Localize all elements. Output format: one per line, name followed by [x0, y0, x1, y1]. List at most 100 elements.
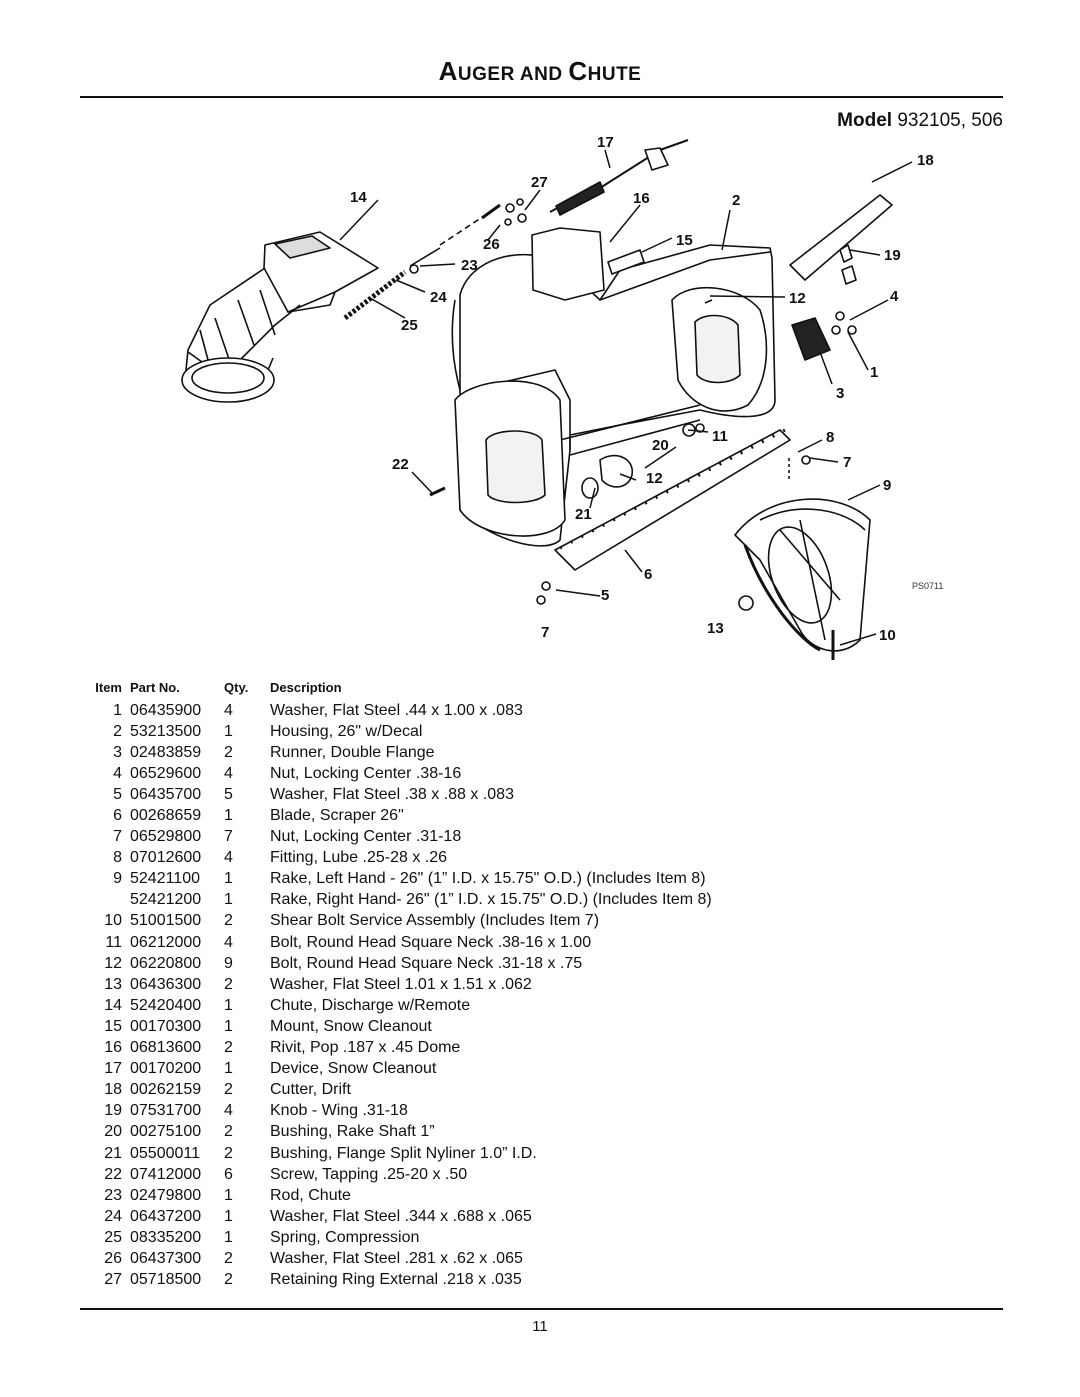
item-cell: 11 [105, 933, 122, 951]
exploded-parts-diagram: 17 18 27 14 16 2 26 15 23 19 24 12 4 25 … [181, 134, 943, 660]
item-cell: 7 [113, 828, 122, 846]
part-number-cell: 06435700 [130, 785, 202, 803]
qty-cell: 2 [224, 1271, 233, 1289]
washer [409, 264, 419, 274]
callout-label: 24 [430, 289, 447, 306]
part-number-cell: 06529800 [130, 828, 202, 846]
snow-cleanout-mount [607, 249, 645, 275]
callout-label: 19 [884, 247, 901, 264]
callout-label: 25 [401, 317, 418, 334]
qty-cell: 4 [224, 1102, 233, 1120]
part-number-cell: 52421200 [130, 891, 202, 909]
item-cell: 24 [104, 1207, 122, 1225]
item-cell: 21 [104, 1144, 122, 1162]
description-cell: Shear Bolt Service Assembly (Includes It… [270, 912, 600, 930]
qty-cell: 4 [224, 933, 233, 951]
title-part: UGER AND [457, 64, 569, 85]
part-number-cell: 02483859 [130, 743, 202, 761]
qty-cell: 4 [224, 849, 233, 867]
description-cell: Knob - Wing .31-18 [270, 1102, 408, 1120]
callout-label: 15 [676, 232, 693, 249]
tapping-screw [429, 486, 446, 497]
item-cell: 12 [104, 954, 122, 972]
description-cell: Spring, Compression [270, 1228, 420, 1246]
item-cell: 17 [104, 1060, 122, 1078]
part-number-cell: 52420400 [130, 996, 202, 1014]
callout-label: 1 [870, 364, 878, 381]
qty-cell: 1 [224, 1186, 233, 1204]
callout-label: 12 [646, 470, 663, 487]
callout-label: 11 [712, 428, 728, 445]
part-number-cell: 02479800 [130, 1186, 202, 1204]
qty-cell: 2 [224, 1123, 233, 1141]
callout-labels: 17 18 27 14 16 2 26 15 23 19 24 12 4 25 … [350, 134, 934, 644]
part-number-cell: 00275100 [130, 1123, 202, 1141]
qty-cell: 9 [224, 954, 233, 972]
qty-cell: 2 [224, 975, 233, 993]
callout-label: 10 [879, 627, 896, 644]
description-cell: Nut, Locking Center .31-18 [270, 828, 462, 846]
qty-cell: 1 [224, 1060, 233, 1078]
item-cell: 22 [104, 1165, 122, 1183]
callout-label: 4 [890, 288, 899, 305]
description-cell: Bushing, Flange Split Nyliner 1.0” I.D. [270, 1144, 537, 1162]
footer-rule [80, 1308, 1003, 1310]
part-number-cell: 52421100 [130, 870, 200, 888]
description-cell: Nut, Locking Center .38-16 [270, 764, 462, 782]
column-header-item: Item [95, 679, 122, 695]
table-row: 19 07531700 4 Knob - Wing .31-18 [84, 1101, 712, 1122]
callout-label: 5 [601, 587, 609, 604]
qty-cell: 4 [224, 764, 233, 782]
callout-label: 17 [597, 134, 614, 151]
description-cell: Bolt, Round Head Square Neck .31-18 x .7… [270, 954, 583, 972]
chute-rod [409, 247, 441, 267]
item-cell: 14 [104, 996, 122, 1014]
callout-label: 27 [531, 174, 548, 191]
part-number-cell: 00262159 [130, 1081, 202, 1099]
item-cell: 19 [104, 1102, 122, 1120]
rake-shaft-bushing [581, 454, 633, 499]
callout-label: 18 [917, 152, 934, 169]
item-cell: 10 [104, 912, 122, 930]
qty-cell: 2 [224, 743, 233, 761]
callout-label: 20 [652, 437, 669, 454]
part-number-cell: 53213500 [130, 722, 202, 740]
title-rule [80, 96, 1003, 98]
description-cell: Mount, Snow Cleanout [270, 1017, 432, 1035]
part-number-cell: 00268659 [130, 807, 202, 825]
description-cell: Blade, Scraper 26" [270, 807, 404, 825]
description-cell: Washer, Flat Steel 1.01 x 1.51 x .062 [270, 975, 532, 993]
item-cell: 20 [104, 1123, 122, 1141]
scraper-blade [554, 429, 791, 571]
callout-label: 8 [826, 429, 834, 446]
title-part: C [568, 56, 588, 86]
qty-cell: 2 [224, 1039, 233, 1057]
auger-housing [451, 227, 776, 547]
qty-cell: 1 [224, 870, 233, 888]
qty-cell: 5 [224, 785, 233, 803]
description-cell: Runner, Double Flange [270, 743, 435, 761]
description-cell: Retaining Ring External .218 x .035 [270, 1271, 522, 1289]
part-number-cell: 07531700 [130, 1102, 202, 1120]
callout-label: 23 [461, 257, 478, 274]
washer [541, 581, 551, 591]
item-cell: 9 [113, 870, 122, 888]
rake-assembly [734, 498, 871, 652]
model-label: Model 932105, 506 [837, 110, 1003, 132]
qty-cell: 1 [224, 1017, 233, 1035]
compression-spring [343, 270, 407, 320]
item-cell: 27 [104, 1271, 122, 1289]
column-header-part-no: Part No. [130, 679, 180, 695]
